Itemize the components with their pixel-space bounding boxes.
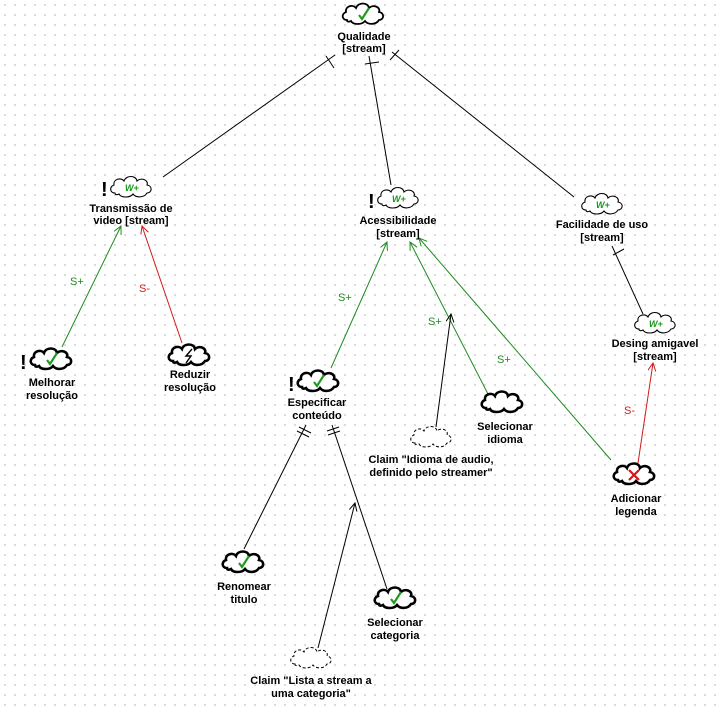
operationalization-especificar-conteudo[interactable]: ! Especificar conteúdo <box>288 369 347 423</box>
blank-cloud-icon <box>480 390 524 414</box>
denied-cross-cloud-icon <box>612 462 656 486</box>
softgoal-facilidade-uso[interactable]: W+ Facilidade de uso [stream] <box>556 192 649 245</box>
softgoal-label: [stream] <box>580 232 624 244</box>
priority-badge: ! <box>20 352 27 374</box>
operationalization-reduzir-resolucao[interactable]: Reduzir resolução <box>164 343 216 395</box>
operation-label: Selecionar <box>477 421 533 433</box>
svg-text:W+: W+ <box>649 319 663 329</box>
claim-cloud-icon <box>290 647 332 669</box>
claim-cloud-icon <box>410 426 452 448</box>
satisfied-cloud-icon <box>373 586 417 610</box>
softgoal-label: [stream] <box>342 43 386 55</box>
contribution-label: S+ <box>338 292 352 304</box>
satisfied-cloud-icon <box>29 347 73 371</box>
priority-badge: ! <box>288 374 295 396</box>
decomposition-link-facilidade-desing[interactable] <box>611 245 644 315</box>
svg-text:W+: W+ <box>125 183 139 193</box>
softgoal-label: Facilidade de uso <box>556 219 649 231</box>
satisfied-cloud-icon <box>341 2 385 25</box>
contribution-link-melhorar-transmissao[interactable]: S+ <box>61 226 121 348</box>
contribution-link-selecionar-acessibilidade[interactable] <box>410 242 489 395</box>
contribution-label: S- <box>624 405 635 417</box>
operation-label: Reduzir <box>170 369 211 381</box>
claim-label: Claim "Lista a stream a <box>250 675 372 687</box>
satisfied-cloud-icon <box>221 550 265 574</box>
operation-label: Adicionar <box>611 493 662 505</box>
contribution-label: S+ <box>428 316 442 328</box>
decomposition-link-qualidade-transmissao[interactable] <box>162 54 336 178</box>
claim-lista-categoria[interactable]: Claim "Lista a stream a uma categoria" <box>250 647 373 701</box>
operation-label: resolução <box>164 382 216 394</box>
svg-text:W+: W+ <box>596 200 610 210</box>
softgoal-transmissao-video[interactable]: ! W+ Transmissão de video [stream] <box>89 175 173 228</box>
operation-label: Renomear <box>217 581 272 593</box>
operationalization-selecionar-idioma[interactable]: Selecionar idioma <box>477 390 534 447</box>
operation-label: conteúdo <box>292 410 342 422</box>
operationalization-melhorar-resolucao[interactable]: ! Melhorar resolução <box>20 347 78 403</box>
softgoal-label: Qualidade <box>337 31 390 43</box>
svg-text:W+: W+ <box>392 194 406 204</box>
operationalization-selecionar-categoria[interactable]: Selecionar categoria <box>367 586 424 643</box>
operationalization-renomear-titulo[interactable]: Renomear titulo <box>217 550 272 607</box>
weakly-satisfied-cloud-icon: W+ <box>377 186 419 209</box>
operation-label: Selecionar <box>367 617 423 629</box>
operationalization-adicionar-legenda[interactable]: Adicionar legenda <box>611 462 662 519</box>
softgoal-label: Acessibilidade <box>359 215 436 227</box>
decomposition-link-qualidade-acessibilidade[interactable] <box>364 55 392 186</box>
contribution-link-especificar-acessibilidade[interactable]: S+ <box>330 242 387 369</box>
operation-label: titulo <box>231 594 258 606</box>
contribution-link-legenda-acessibilidade[interactable]: S+ <box>419 238 612 461</box>
contribution-label: S- <box>139 283 150 295</box>
softgoal-label: Transmissão de <box>89 203 172 215</box>
softgoal-label: video [stream] <box>93 215 169 227</box>
softgoal-label: [stream] <box>376 228 420 240</box>
softgoal-desing-amigavel[interactable]: W+ Desing amigavel [stream] <box>612 311 699 364</box>
claim-label: definido pelo streamer" <box>369 467 492 479</box>
operation-label: Especificar <box>288 397 347 409</box>
operation-label: legenda <box>615 506 657 518</box>
contribution-link-claim-to-selecionar-link[interactable]: S+ <box>428 314 451 428</box>
operation-label: resolução <box>26 390 78 402</box>
contribution-label: S+ <box>497 354 511 366</box>
contribution-label: S+ <box>70 276 84 288</box>
operation-label: Melhorar <box>29 377 76 389</box>
priority-badge: ! <box>101 179 108 201</box>
softgoal-qualidade[interactable]: Qualidade [stream] <box>337 2 391 56</box>
operation-label: idioma <box>487 434 523 446</box>
undecided-lightning-cloud-icon <box>167 343 211 367</box>
operation-label: categoria <box>371 630 421 642</box>
softgoal-label: Desing amigavel <box>612 338 699 350</box>
contribution-link-legenda-desing[interactable]: S- <box>624 363 653 464</box>
claim-idioma-audio[interactable]: Claim "Idioma de audio, definido pelo st… <box>368 426 494 480</box>
softgoal-label: [stream] <box>633 351 677 363</box>
weakly-satisfied-cloud-icon: W+ <box>634 311 676 334</box>
claim-link-lista-categoria[interactable] <box>317 503 355 649</box>
priority-badge: ! <box>368 191 375 213</box>
decomposition-link-especificar-categoria[interactable] <box>326 424 388 590</box>
contribution-link-reduzir-transmissao[interactable]: S- <box>139 226 183 344</box>
decomposition-link-qualidade-facilidade[interactable] <box>389 49 575 198</box>
weakly-satisfied-cloud-icon: W+ <box>110 175 152 198</box>
claim-label: Claim "Idioma de audio, <box>368 454 493 466</box>
softgoal-acessibilidade[interactable]: ! W+ Acessibilidade [stream] <box>359 186 437 241</box>
claim-label: uma categoria" <box>271 688 351 700</box>
satisfied-cloud-icon <box>296 369 340 393</box>
weakly-satisfied-cloud-icon: W+ <box>581 192 623 215</box>
decomposition-link-especificar-renomear[interactable] <box>243 424 312 550</box>
